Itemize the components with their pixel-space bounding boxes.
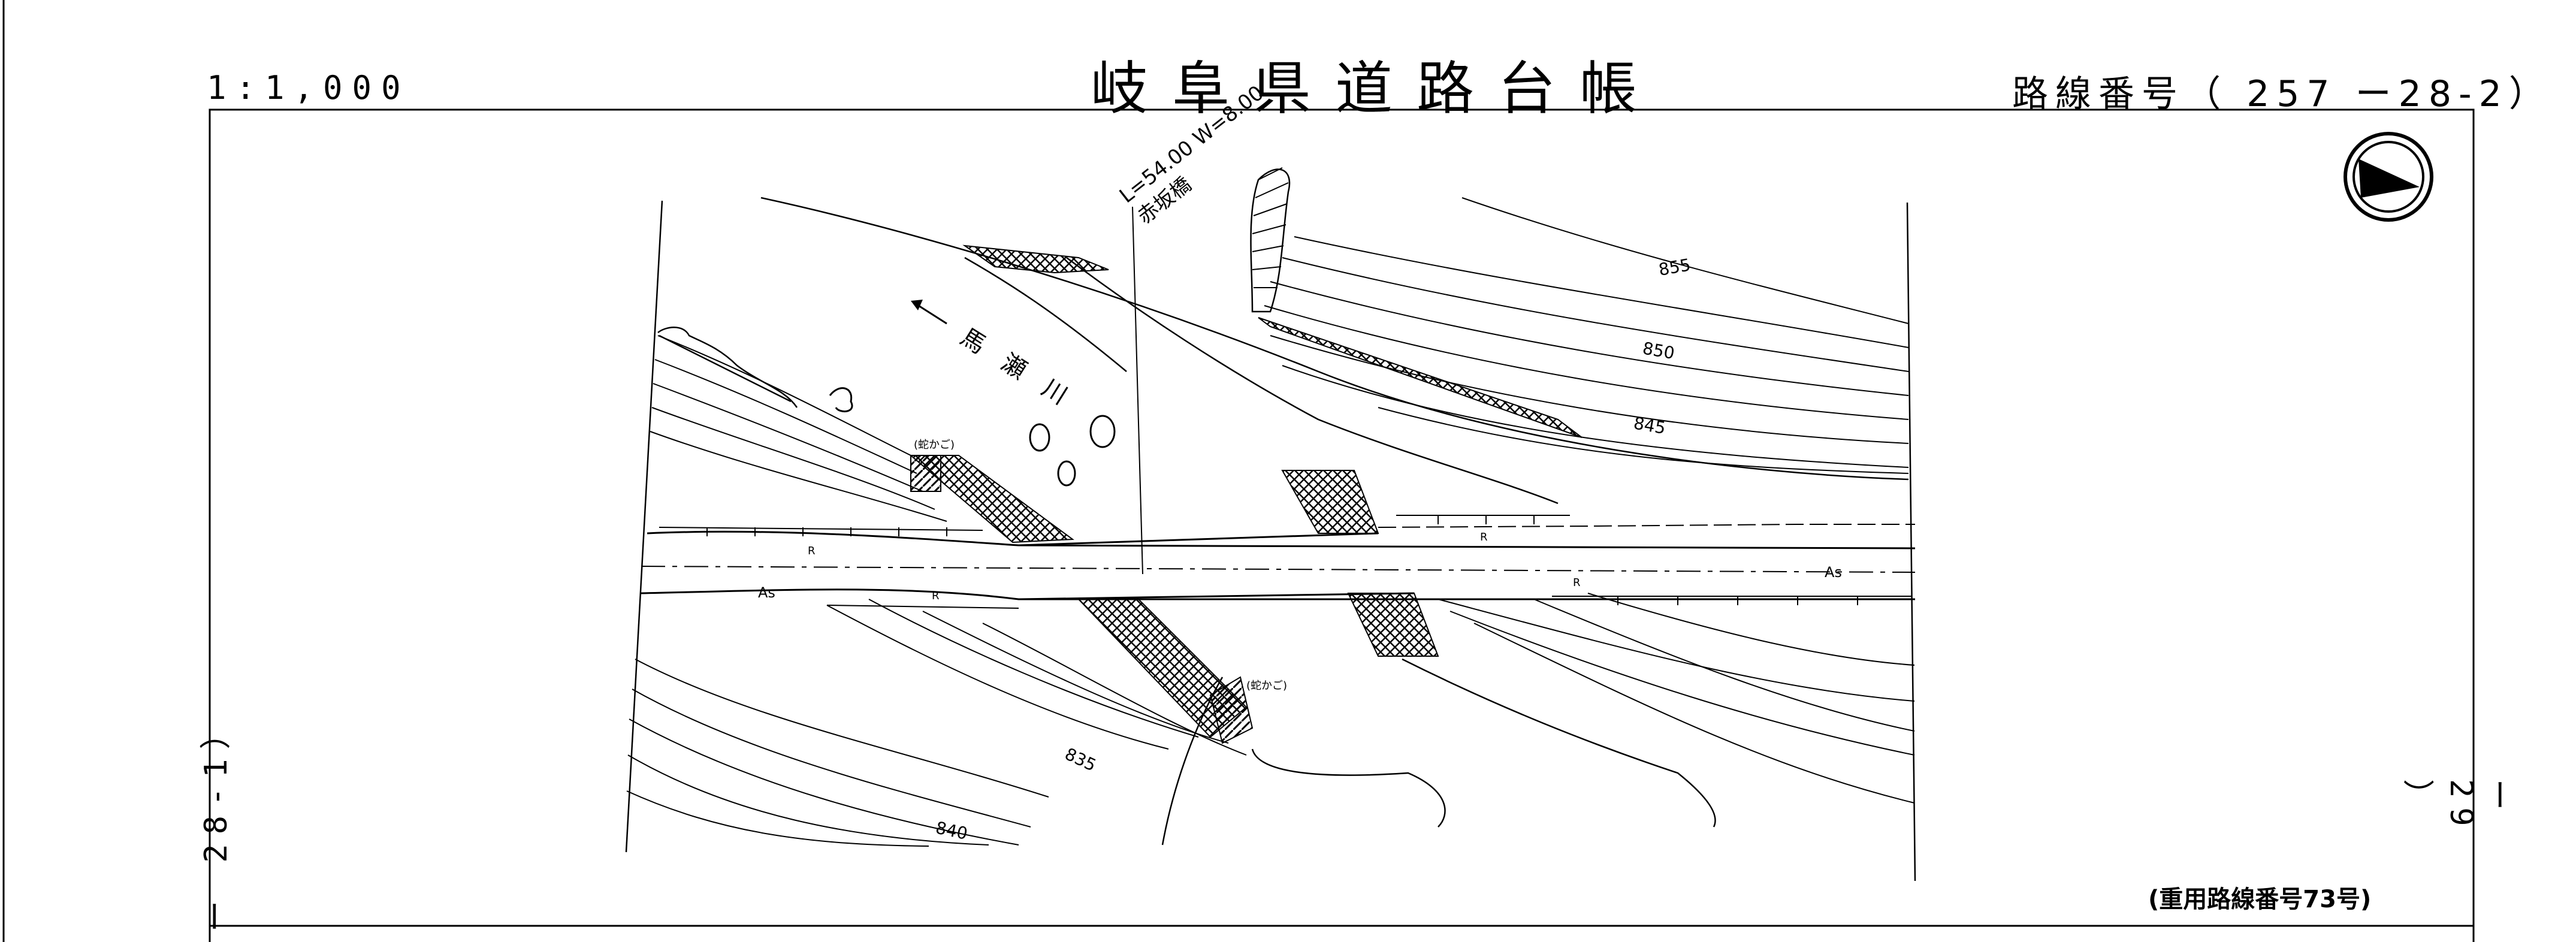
map-boundary-left [625,200,663,853]
surface-label-left: As [758,584,775,601]
curb-label-2: R [932,590,940,602]
scale-label: 1:1,000 [207,69,410,107]
revetment-top-left [962,244,1109,274]
sheet-frame [209,108,2475,942]
rocky-bank [657,327,1716,828]
surface-label-right: As [1825,564,1842,581]
cliff-hachures [1252,167,1289,288]
contour-label-835: 835 [1062,744,1099,775]
contours-lower-right [1438,593,1915,804]
gabion-label-1: (蛇かご) [914,439,955,451]
road [641,524,1916,600]
curb-label-4: R [1573,576,1581,589]
river-banks [659,197,1909,846]
contour-label-840: 840 [934,818,970,844]
contour-label-855: 855 [1657,255,1692,280]
revetment-left-upper [909,455,1074,544]
contours-lower-left [626,599,1247,847]
revetment-right-upper [1281,470,1379,534]
map-boundary-right [1906,202,1916,881]
gabion-label-2: (蛇かご) [1246,680,1287,692]
boulders [829,387,1116,487]
north-arrow-icon [2344,132,2433,222]
curb-label-3: R [1480,531,1488,544]
guardrails [659,515,1911,609]
river-name-label: 馬瀬川 [956,323,1092,422]
contours-upper-right [1264,197,1909,474]
revetment-right-lower [1347,593,1439,657]
route-number: 路線番号（ 257 ー28-2） [2012,73,2552,115]
contours-upper-left [650,335,947,522]
curb-label-1: R [808,545,816,557]
river-flow-arrowhead [911,300,923,310]
bridge-leader-line [1132,206,1143,575]
gabion-1 [910,455,941,492]
contour-label-845: 845 [1632,413,1667,438]
contour-label-850: 850 [1641,338,1676,363]
revetment-upper-strip [1258,317,1583,438]
secondary-route-label: (重用路線番号73号) [2148,886,2372,913]
gabion-2 [1209,676,1254,744]
page-title: 岐阜県道路台帳 [1091,55,1661,122]
cliff [1250,168,1291,313]
